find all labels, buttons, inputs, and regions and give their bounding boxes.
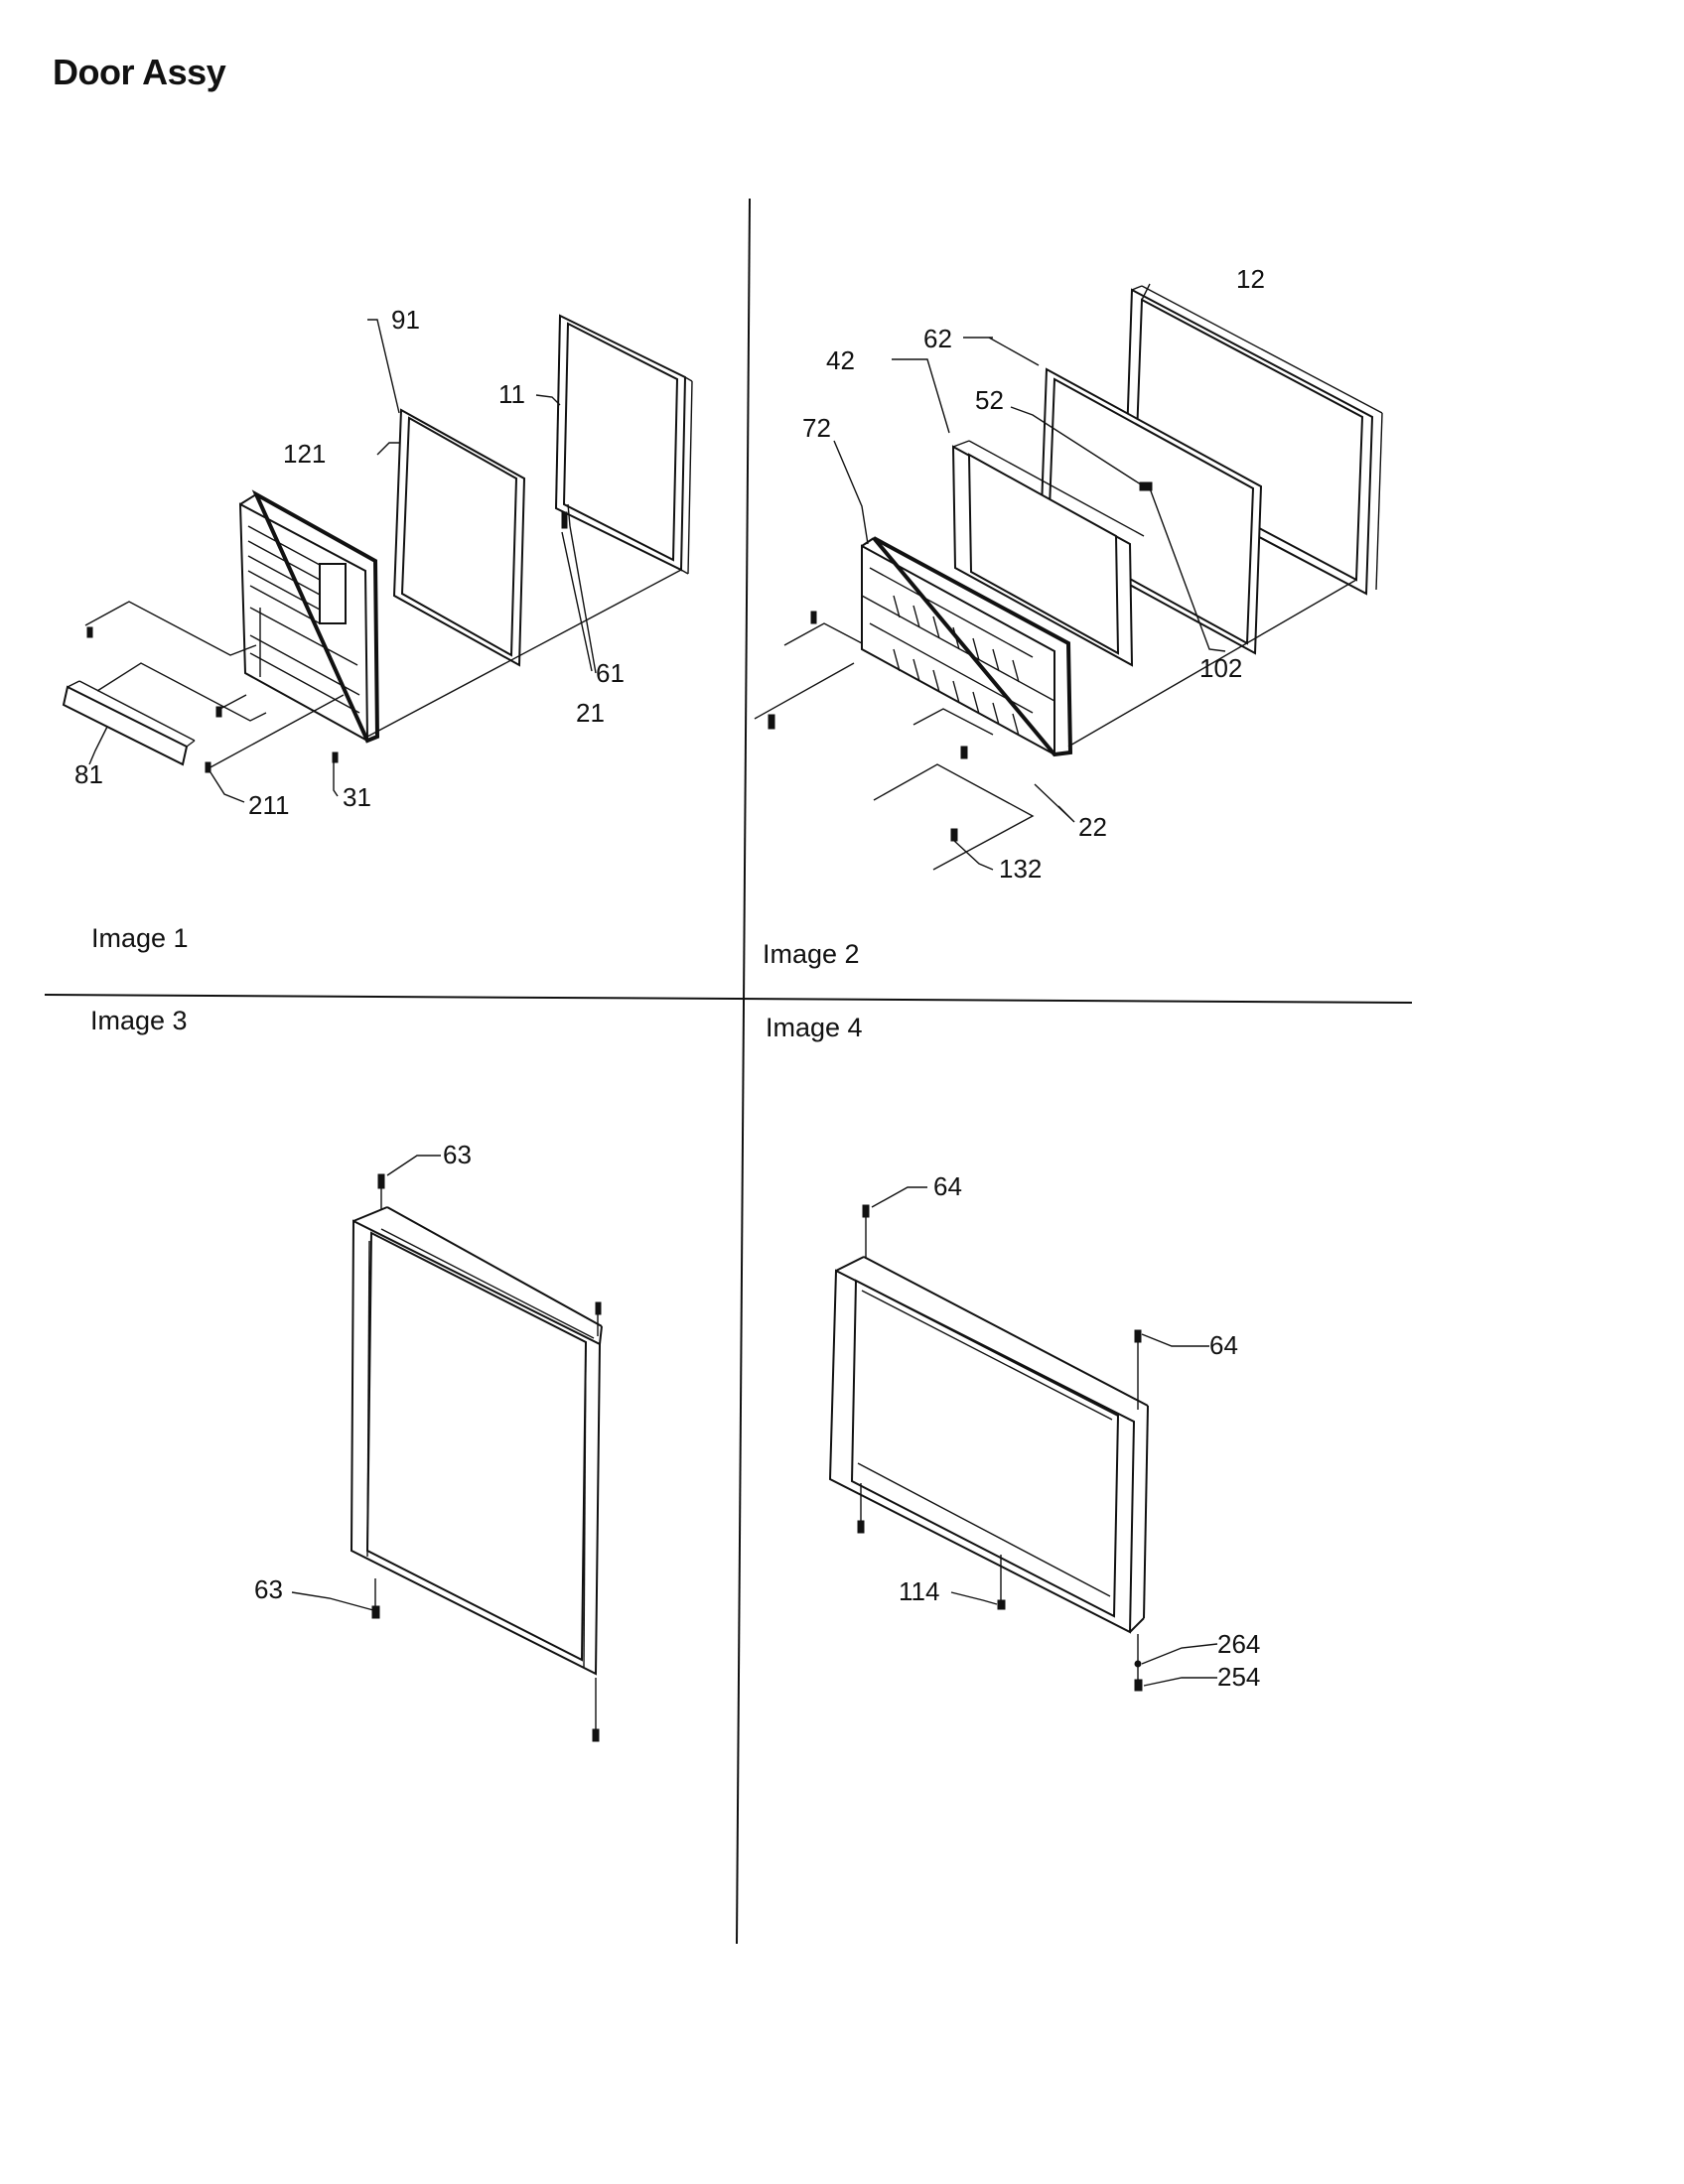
callout-11: 11 xyxy=(498,379,525,409)
vertical-divider xyxy=(736,198,751,1945)
callout-254: 254 xyxy=(1217,1662,1260,1692)
drawer-gasket xyxy=(1039,367,1263,655)
callout-102: 102 xyxy=(1199,653,1242,683)
door-gasket xyxy=(392,408,526,667)
screw xyxy=(960,746,968,759)
screw xyxy=(857,1520,865,1534)
image-2-drawing: 12 62 42 52 72 102 22 132 xyxy=(754,264,1383,884)
callout-63-top: 63 xyxy=(443,1140,472,1169)
fresh-food-door-frame xyxy=(350,1206,603,1676)
screw xyxy=(862,1204,870,1218)
screw xyxy=(592,1728,600,1742)
callout-264: 264 xyxy=(1217,1629,1260,1659)
clip xyxy=(215,706,222,718)
callout-61: 61 xyxy=(596,658,625,688)
screw xyxy=(997,1599,1006,1610)
image-3-drawing: 63 63 xyxy=(254,1140,603,1742)
clip xyxy=(86,626,93,638)
freezer-door-frame xyxy=(828,1256,1149,1634)
image-1-drawing: 91 11 121 61 21 81 211 31 xyxy=(62,305,693,820)
callout-22: 22 xyxy=(1078,812,1107,842)
callout-63-bottom: 63 xyxy=(254,1574,283,1604)
callout-64-right: 64 xyxy=(1209,1330,1238,1360)
callout-114: 114 xyxy=(899,1576,939,1606)
callout-121: 121 xyxy=(283,439,326,469)
screw xyxy=(371,1605,380,1619)
drawer-outer-panel xyxy=(1124,285,1383,596)
clip xyxy=(810,611,817,624)
callout-64-top: 64 xyxy=(933,1171,962,1201)
callout-211: 211 xyxy=(248,790,289,820)
hinge-pin xyxy=(561,511,568,529)
panel-label-image-4: Image 4 xyxy=(766,1013,863,1042)
door-outer-panel xyxy=(554,314,693,575)
callout-81: 81 xyxy=(74,759,103,789)
screw xyxy=(595,1301,602,1315)
screw xyxy=(1134,1679,1143,1692)
clip xyxy=(332,751,339,763)
callout-52: 52 xyxy=(975,385,1004,415)
panel-label-image-1: Image 1 xyxy=(91,923,189,953)
image-4-drawing: 64 64 114 264 254 xyxy=(828,1171,1260,1692)
callout-62: 62 xyxy=(923,324,952,353)
drawer-liner-frame xyxy=(951,440,1145,667)
screw xyxy=(950,828,958,842)
page-title: Door Assy xyxy=(53,52,226,92)
clip xyxy=(1139,481,1153,491)
panel-label-image-2: Image 2 xyxy=(763,939,860,969)
door-shelf-bar xyxy=(62,680,196,766)
door-liner xyxy=(238,489,380,744)
callout-132: 132 xyxy=(999,854,1042,884)
horizontal-divider xyxy=(44,994,1413,1004)
callout-21: 21 xyxy=(576,698,605,728)
panel-label-image-3: Image 3 xyxy=(90,1006,188,1035)
callout-91: 91 xyxy=(391,305,420,335)
drawer-basket xyxy=(861,536,1073,757)
clip xyxy=(768,714,775,730)
callout-72: 72 xyxy=(802,413,831,443)
callout-31: 31 xyxy=(343,782,371,812)
callout-12: 12 xyxy=(1236,264,1265,294)
callout-42: 42 xyxy=(826,345,855,375)
screw xyxy=(377,1173,385,1189)
screw xyxy=(1134,1329,1142,1343)
